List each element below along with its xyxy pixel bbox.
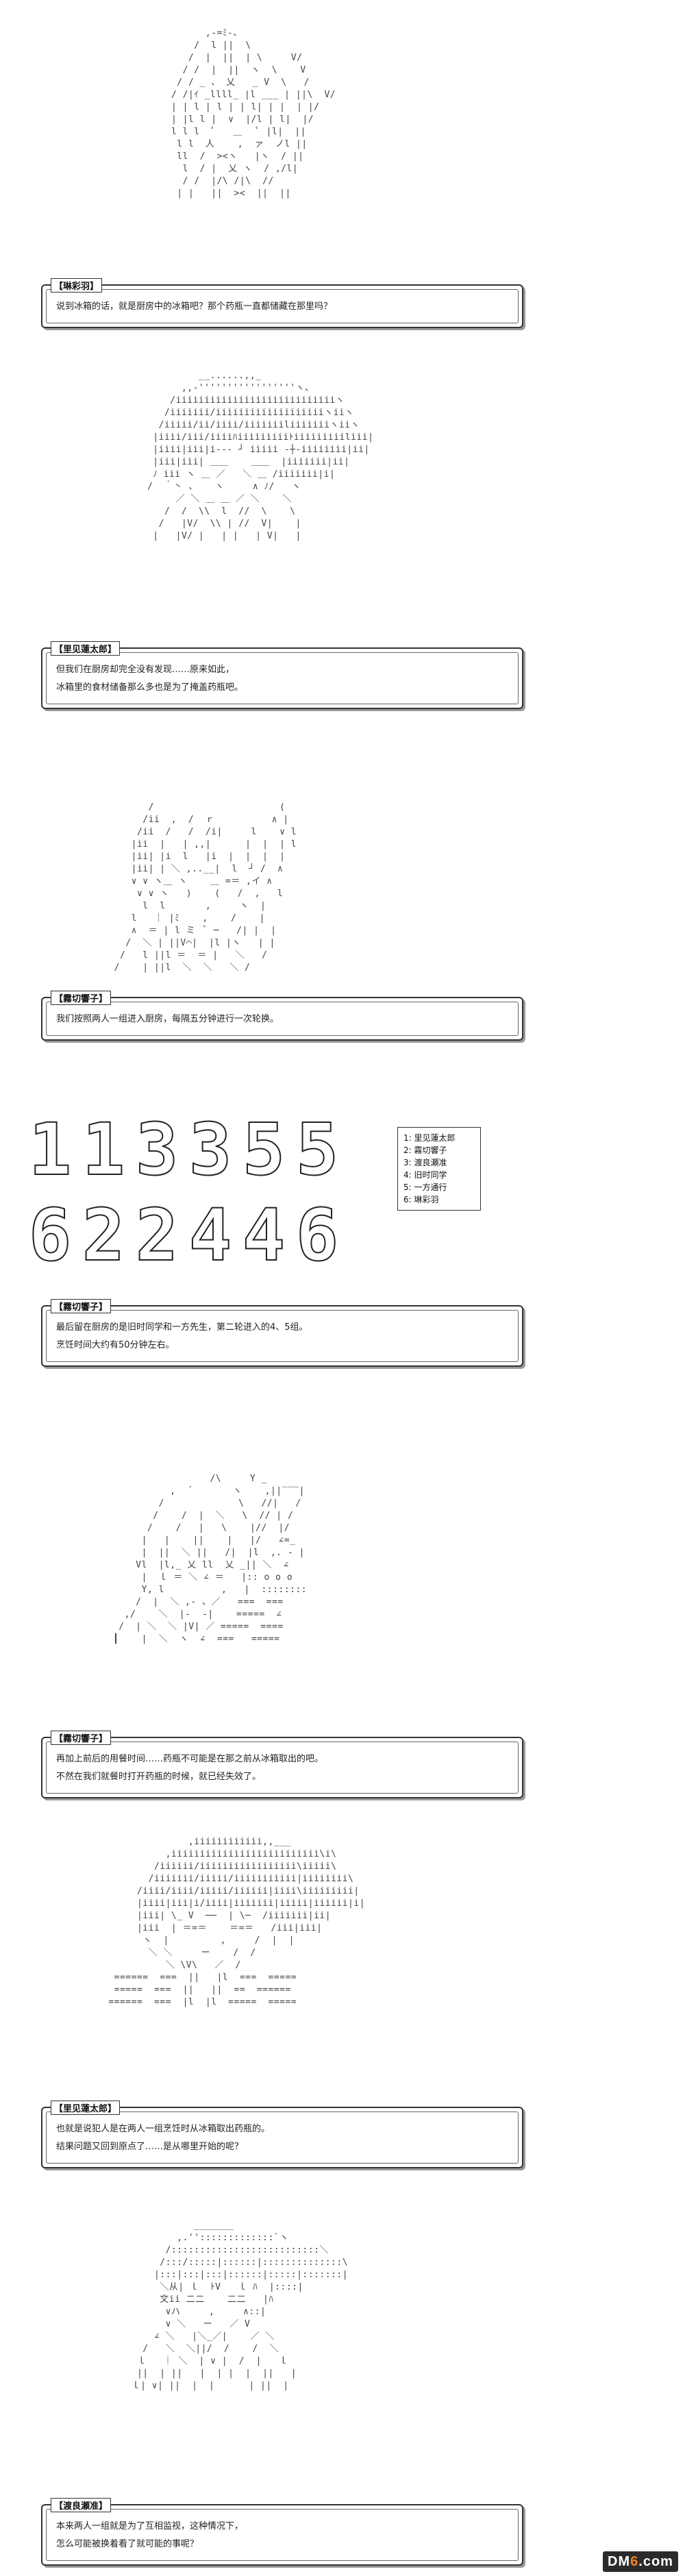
panel-4-schedule: 1 1 3 3 5 5 6 2 2 4 4 6 最后留在厨房的是旧时同学和一方先… [0,1069,685,1425]
speaker-label: 【里见蓮太郎】 [51,2101,121,2115]
dialog-line: 最后留在厨房的是旧时同学和一方先生，第二轮进入的4、5组。 [56,1322,308,1333]
legend-item: 3: 渡良瀬准 [403,1158,447,1167]
dialog-line: 再加上前后的用餐时间……药瓶不可能是在那之前从冰箱取出的吧。 [56,1754,324,1764]
dialog-line: 烹饪时间大约有50分钟左右。 [56,1340,175,1350]
panel-3: / ( /ii , / ｒ ∧ | /ii / / /i| l ∨ l |ii … [0,713,685,1069]
dialog-line: 也就是说犯人是在两人一组烹饪时从冰箱取出药瓶的。 [56,2124,271,2134]
dialog-box: 说到冰箱的话，就是厨房中的冰箱吧？那个药瓶一直都储藏在那里吗？ [41,284,523,328]
schedule-digit: 1 [82,1108,126,1191]
ascii-art-character-5: ,iiiiiiiiiiii,,___ ,iiiiiiiiiiiiiiiiiiii… [108,1837,366,2007]
dialog-box: 但我们在厨房却完全没有发现……原来如此， 冰箱里的食材储备那么多也是为了掩盖药瓶… [41,647,523,709]
panel-7: _______ ,.'':::::::::::::`ヽ /:::::::::::… [0,2179,685,2576]
speaker-label: 【霧切響子】 [51,1731,112,1745]
ascii-art-character-4: /\ Y _ , ´ ヽ ,||‾‾‾| / \ //| / / / | ＼ \… [112,1474,308,1644]
schedule-digit: 2 [82,1193,126,1277]
dialog-box: 最后留在厨房的是旧时同学和一方先生，第二轮进入的4、5组。 烹饪时间大约有50分… [41,1305,523,1367]
schedule-digit: 6 [295,1193,340,1277]
logo-text-accent: 6 [630,2554,639,2569]
dialog-line: 本来两人一组就是为了互相监视，这种情况下， [56,2521,244,2531]
dialog-line: 怎么可能被换着看了就可能的事呢？ [56,2539,199,2549]
logo-text-main: DM [608,2554,631,2569]
legend-item: 2: 霧切響子 [403,1145,447,1155]
ascii-art-character-3: / ( /ii , / ｒ ∧ | /ii / / /i| l ∨ l |ii … [114,802,297,973]
dialog-line: 我们按照两人一组进入厨房，每隔五分钟进行一次轮换。 [56,1014,279,1024]
speaker-label: 【里见蓮太郎】 [51,641,121,656]
panel-6: ,iiiiiiiiiiii,,___ ,iiiiiiiiiiiiiiiiiiii… [0,1809,685,2179]
legend-item: 5: 一方通行 [403,1182,447,1192]
dialog-box: 也就是说犯人是在两人一组烹饪时从冰箱取出药瓶的。 结果问题又回到原点了……是从哪… [41,2107,523,2168]
ascii-art-character-6: _______ ,.'':::::::::::::`ヽ /:::::::::::… [131,2220,349,2391]
site-logo[interactable]: DM6.com [603,2551,678,2572]
speaker-label: 【霧切響子】 [51,991,112,1005]
speaker-label: 【渡良瀬准】 [51,2498,112,2512]
legend-item: 6: 琳彩羽 [403,1195,439,1204]
dialog-line: 说到冰箱的话，就是厨房中的冰箱吧？那个药瓶一直都储藏在那里吗？ [56,301,333,312]
panel-1: ,-=ﾐ-、 / l || \ / | || | \ V/ / / | || ヽ… [0,0,685,329]
schedule-legend: 1: 里见蓮太郎 2: 霧切響子 3: 渡良瀬准 4: 旧时同学 5: 一方通行… [397,1127,481,1211]
dialog-box: 再加上前后的用餐时间……药瓶不可能是在那之前从冰箱取出的吧。 不然在我们就餐时打… [41,1737,523,1798]
schedule-digit: 1 [28,1108,73,1191]
ascii-art-character-2: __......,,_ ,,-'''''''''''''''''ヽ、 /iiii… [147,371,374,541]
legend-item: 1: 里见蓮太郎 [403,1133,456,1143]
schedule-digit: 3 [135,1108,179,1191]
speaker-label: 【琳彩羽】 [51,278,103,293]
schedule-row-bottom: 6 2 2 4 4 6 [27,1193,340,1277]
panel-2: __......,,_ ,,-'''''''''''''''''ヽ、 /iiii… [0,329,685,713]
schedule-row-top: 1 1 3 3 5 5 [27,1108,340,1191]
ascii-art-character-1: ,-=ﾐ-、 / l || \ / | || | \ V/ / / | || ヽ… [171,28,336,199]
speaker-label: 【霧切響子】 [51,1299,112,1313]
logo-text-tail: .com [638,2554,673,2569]
dialog-line: 但我们在厨房却完全没有发现……原来如此， [56,665,235,675]
schedule-digit: 6 [28,1193,73,1277]
schedule-digit: 4 [242,1193,286,1277]
schedule-digit: 2 [135,1193,179,1277]
legend-item: 4: 旧时同学 [403,1170,447,1180]
dialog-box: 本来两人一组就是为了互相监视，这种情况下， 怎么可能被换着看了就可能的事呢？ [41,2504,523,2566]
schedule-digit: 5 [242,1108,286,1191]
dialog-line: 不然在我们就餐时打开药瓶的时候，就已经失效了。 [56,1772,262,1782]
schedule-digit: 4 [188,1193,233,1277]
dialog-box: 我们按照两人一组进入厨房，每隔五分钟进行一次轮换。 [41,997,523,1041]
panel-5: /\ Y _ , ´ ヽ ,||‾‾‾| / \ //| / / / | ＼ \… [0,1425,685,1809]
dialog-line: 结果问题又回到原点了……是从哪里开始的呢？ [56,2142,244,2152]
dialog-line: 冰箱里的食材储备那么多也是为了掩盖药瓶吧。 [56,682,244,693]
schedule-digit: 3 [188,1108,233,1191]
schedule-digit: 5 [295,1108,340,1191]
